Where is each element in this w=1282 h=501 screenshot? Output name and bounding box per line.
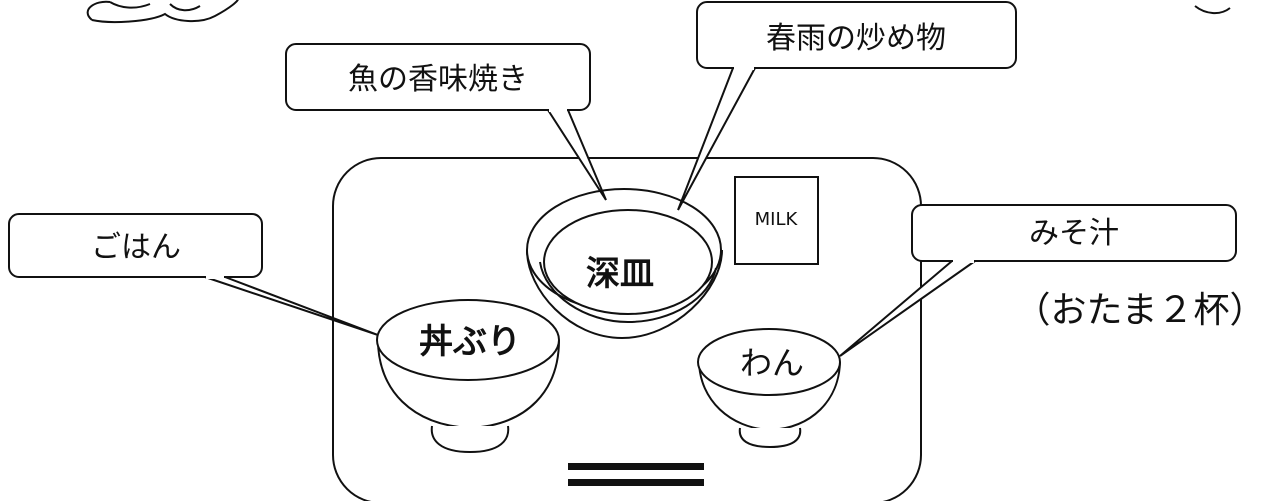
milk-label: MILK xyxy=(755,209,799,230)
callout-fish: 魚の香味焼き xyxy=(285,43,607,201)
donburi-bowl: 丼ぶり xyxy=(376,299,560,454)
miso-note: （おたま２杯） xyxy=(1015,290,1266,331)
wan-bowl: わん xyxy=(697,328,841,449)
callout-miso-text: みそ汁 xyxy=(1029,216,1119,251)
corner-mark xyxy=(1194,5,1231,14)
callout-fish-text: 魚の香味焼き xyxy=(348,62,528,97)
corner-doodle xyxy=(86,0,239,23)
callout-harusame: 春雨の炒め物 xyxy=(677,1,1017,211)
donburi-label: 丼ぶり xyxy=(419,322,521,362)
callout-miso: みそ汁 xyxy=(839,204,1237,357)
milk-carton: MILK xyxy=(734,176,819,265)
wan-label: わん xyxy=(740,344,804,382)
deep-plate: 深皿 xyxy=(526,188,723,340)
deep-plate-label: 深皿 xyxy=(586,254,654,294)
callout-harusame-text: 春雨の炒め物 xyxy=(766,21,946,56)
callout-rice: ごはん xyxy=(8,213,379,336)
callout-rice-text: ごはん xyxy=(91,230,181,265)
tray-handle xyxy=(568,463,704,486)
